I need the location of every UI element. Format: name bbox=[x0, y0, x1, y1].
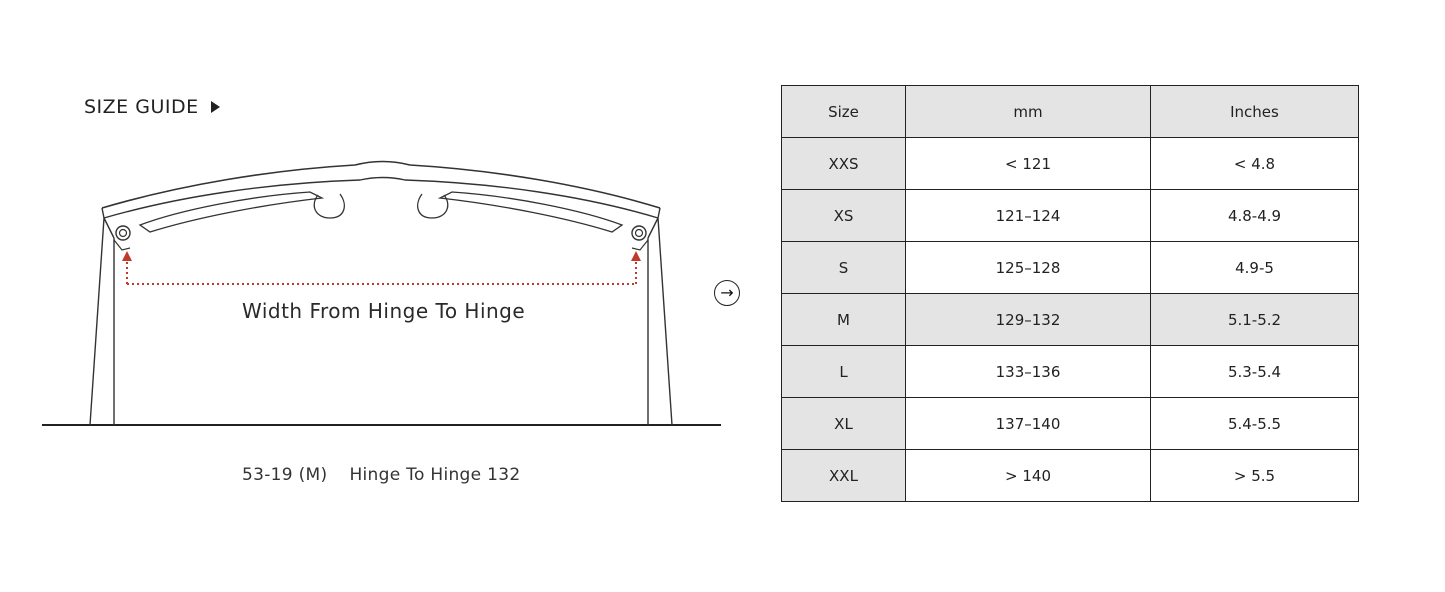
cell-mm: 137–140 bbox=[905, 397, 1151, 450]
cell-size: L bbox=[781, 345, 906, 398]
nose-pad-left bbox=[313, 193, 345, 219]
cell-size: S bbox=[781, 241, 906, 294]
cell-size: M bbox=[781, 293, 906, 346]
cell-mm: 125–128 bbox=[905, 241, 1151, 294]
table-row: XS 121–124 4.8-4.9 bbox=[781, 189, 1359, 242]
table-row: L 133–136 5.3-5.4 bbox=[781, 345, 1359, 398]
table-row-highlighted: M 129–132 5.1-5.2 bbox=[781, 293, 1359, 346]
left-rim bbox=[138, 191, 325, 233]
next-button[interactable]: → bbox=[714, 280, 740, 306]
cell-mm: 133–136 bbox=[905, 345, 1151, 398]
cell-inches: < 4.8 bbox=[1150, 137, 1359, 190]
glasses-diagram bbox=[42, 160, 721, 426]
header-size: Size bbox=[781, 85, 906, 138]
arrow-head-left bbox=[122, 251, 132, 261]
table-header-row: Size mm Inches bbox=[781, 85, 1359, 138]
left-temple bbox=[89, 217, 115, 426]
cell-mm: 121–124 bbox=[905, 189, 1151, 242]
table-row: XXS < 121 < 4.8 bbox=[781, 137, 1359, 190]
frame-caption: 53-19 (M) Hinge To Hinge 132 bbox=[242, 465, 520, 485]
arrow-head-right bbox=[631, 251, 641, 261]
size-guide-title: SIZE GUIDE bbox=[84, 96, 199, 118]
right-rim bbox=[437, 191, 624, 233]
cell-mm: 129–132 bbox=[905, 293, 1151, 346]
cell-mm: > 140 bbox=[905, 449, 1151, 502]
table-row: XXL > 140 > 5.5 bbox=[781, 449, 1359, 502]
cell-inches: 5.3-5.4 bbox=[1150, 345, 1359, 398]
cell-size: XXS bbox=[781, 137, 906, 190]
cell-inches: 4.9-5 bbox=[1150, 241, 1359, 294]
nose-pad-right bbox=[417, 193, 449, 219]
size-guide-toggle[interactable]: SIZE GUIDE bbox=[84, 96, 220, 118]
header-inches: Inches bbox=[1150, 85, 1359, 138]
frame-top-inner bbox=[103, 176, 659, 219]
hinge-width-arrow bbox=[126, 262, 637, 285]
right-hinge-icon bbox=[631, 225, 647, 241]
play-icon bbox=[210, 101, 220, 113]
cell-inches: > 5.5 bbox=[1150, 449, 1359, 502]
hinge-measurement-text: Hinge To Hinge 132 bbox=[349, 465, 521, 485]
cell-inches: 5.4-5.5 bbox=[1150, 397, 1359, 450]
cell-inches: 4.8-4.9 bbox=[1150, 189, 1359, 242]
size-table: Size mm Inches XXS < 121 < 4.8 XS 121–12… bbox=[781, 85, 1359, 502]
table-row: XL 137–140 5.4-5.5 bbox=[781, 397, 1359, 450]
left-hinge-icon bbox=[115, 225, 131, 241]
frame-size-text: 53-19 (M) bbox=[242, 465, 328, 485]
frame-top-outline bbox=[101, 160, 661, 209]
cell-inches: 5.1-5.2 bbox=[1150, 293, 1359, 346]
right-temple bbox=[647, 217, 673, 426]
arrow-right-icon: → bbox=[720, 283, 734, 302]
table-row: S 125–128 4.9-5 bbox=[781, 241, 1359, 294]
header-mm: mm bbox=[905, 85, 1151, 138]
cell-size: XL bbox=[781, 397, 906, 450]
cell-size: XS bbox=[781, 189, 906, 242]
cell-size: XXL bbox=[781, 449, 906, 502]
cell-mm: < 121 bbox=[905, 137, 1151, 190]
hinge-width-label: Width From Hinge To Hinge bbox=[242, 299, 526, 323]
